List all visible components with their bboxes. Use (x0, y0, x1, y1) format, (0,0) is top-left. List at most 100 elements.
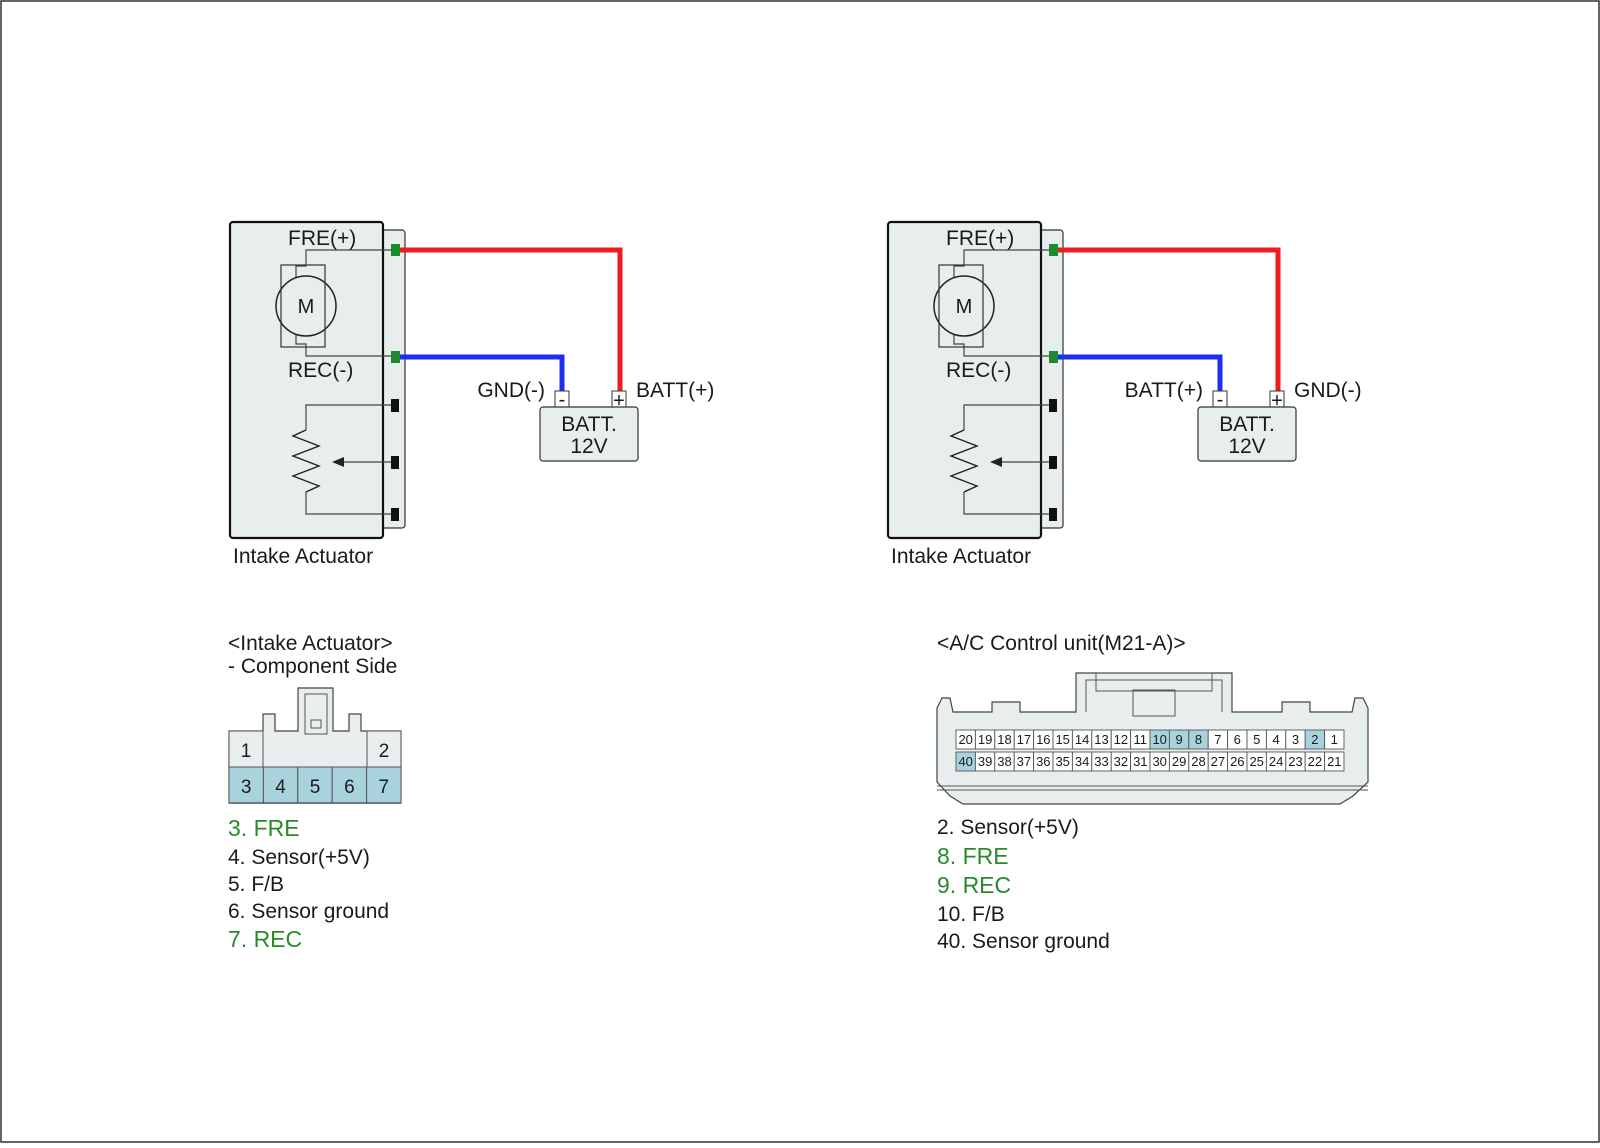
actuator-connector-subtitle: - Component Side (228, 655, 397, 678)
pin-cell (1324, 729, 1345, 750)
pin-9: 9 (1175, 732, 1182, 747)
pin-14: 14 (1075, 732, 1089, 747)
terminal-rec (1049, 351, 1058, 363)
pin-4: 4 (275, 777, 286, 798)
pin-description: 10. F/B (937, 903, 1005, 926)
battery-pos-sign: + (1271, 390, 1283, 412)
pin-31: 31 (1133, 754, 1147, 769)
negative-wire (1058, 354, 1223, 392)
pin-32: 32 (1114, 754, 1128, 769)
potentiometer-icon (291, 429, 321, 493)
pin-24: 24 (1269, 754, 1283, 769)
pin-7: 7 (379, 777, 390, 798)
pin-30: 30 (1152, 754, 1166, 769)
pin-36: 36 (1036, 754, 1050, 769)
pin-33: 33 (1094, 754, 1108, 769)
pin-description: 9. REC (937, 872, 1011, 898)
motor-label: M (298, 296, 315, 318)
pin-1: 1 (1331, 732, 1338, 747)
pin-4: 4 (1272, 732, 1279, 747)
positive-wire (1058, 247, 1281, 392)
pin-10: 10 (1152, 732, 1166, 747)
pin-5: 5 (310, 777, 321, 798)
rec-label: REC(-) (946, 359, 1011, 382)
actuator-connector-title: <Intake Actuator> (228, 632, 393, 655)
pin-13: 13 (1094, 732, 1108, 747)
pin-15: 15 (1055, 732, 1069, 747)
battery-label-2: 12V (1228, 435, 1265, 458)
potentiometer-icon (949, 429, 979, 493)
pin-18: 18 (997, 732, 1011, 747)
rec-label: REC(-) (288, 359, 353, 382)
pin-38: 38 (997, 754, 1011, 769)
left-circuit: M FRE(+) REC(-) Intake Actuator - + BATT… (228, 220, 714, 568)
battery-neg-sign: - (559, 389, 566, 411)
battery-label-1: BATT. (1219, 413, 1275, 436)
pin-37: 37 (1017, 754, 1031, 769)
positive-wire (400, 247, 623, 392)
neg-terminal-label: BATT(+) (1125, 379, 1203, 402)
motor-icon (933, 275, 995, 337)
pin-11: 11 (1134, 732, 1148, 747)
control-connector-title: <A/C Control unit(M21-A)> (937, 632, 1186, 655)
pin-29: 29 (1172, 754, 1186, 769)
pin-description: 4. Sensor(+5V) (228, 846, 370, 869)
actuator-connector: <Intake Actuator> - Component Side 1 2 3… (228, 632, 402, 952)
pin-8: 8 (1195, 732, 1202, 747)
battery-label-1: BATT. (561, 413, 617, 436)
fre-label: FRE(+) (946, 227, 1014, 250)
pin-description: 8. FRE (937, 843, 1009, 869)
battery-neg-sign: - (1217, 389, 1224, 411)
pin-5: 5 (1253, 732, 1260, 747)
pos-terminal-label: GND(-) (1294, 379, 1362, 402)
pin-6: 6 (1234, 732, 1241, 747)
motor-label: M (956, 296, 973, 318)
pin-description: 5. F/B (228, 873, 284, 896)
pin-3: 3 (1292, 732, 1299, 747)
pin-2: 2 (1311, 732, 1318, 747)
pin-25: 25 (1249, 754, 1263, 769)
pin-26: 26 (1230, 754, 1244, 769)
motor-icon (275, 275, 337, 337)
neg-terminal-label: GND(-) (477, 379, 545, 402)
pin-21: 21 (1327, 754, 1341, 769)
pin-17: 17 (1017, 732, 1031, 747)
pin-12: 12 (1114, 732, 1128, 747)
battery-icon (539, 406, 639, 462)
terminal-rec (391, 351, 400, 363)
pin-40: 40 (958, 754, 972, 769)
actuator-label: Intake Actuator (233, 545, 373, 568)
actuator-label: Intake Actuator (891, 545, 1031, 568)
pin-3: 3 (241, 777, 252, 798)
actuator-body (228, 220, 385, 540)
pin-16: 16 (1036, 732, 1050, 747)
pin-2: 2 (379, 741, 390, 762)
actuator-body (886, 220, 1043, 540)
pin-23: 23 (1288, 754, 1302, 769)
pos-terminal-label: BATT(+) (636, 379, 714, 402)
pin-34: 34 (1075, 754, 1089, 769)
right-circuit: M FRE(+) REC(-) Intake Actuator - + BATT… (886, 220, 1362, 568)
pin-19: 19 (978, 732, 992, 747)
terminal-fre (1049, 244, 1058, 256)
pin-cell (1324, 751, 1345, 772)
pin-20: 20 (958, 732, 972, 747)
pin-description: 7. REC (228, 926, 302, 952)
fre-label: FRE(+) (288, 227, 356, 250)
pin-35: 35 (1055, 754, 1069, 769)
terminal-fre (391, 244, 400, 256)
pin-description: 2. Sensor(+5V) (937, 816, 1079, 839)
pin-22: 22 (1308, 754, 1322, 769)
pin-28: 28 (1191, 754, 1205, 769)
battery-pos-sign: + (613, 390, 625, 412)
pin-7: 7 (1214, 732, 1221, 747)
pin-27: 27 (1211, 754, 1225, 769)
pin-description: 40. Sensor ground (937, 930, 1110, 953)
battery-icon (1197, 406, 1297, 462)
pin-cell (366, 766, 402, 804)
pin-39: 39 (978, 754, 992, 769)
negative-wire (400, 354, 565, 392)
